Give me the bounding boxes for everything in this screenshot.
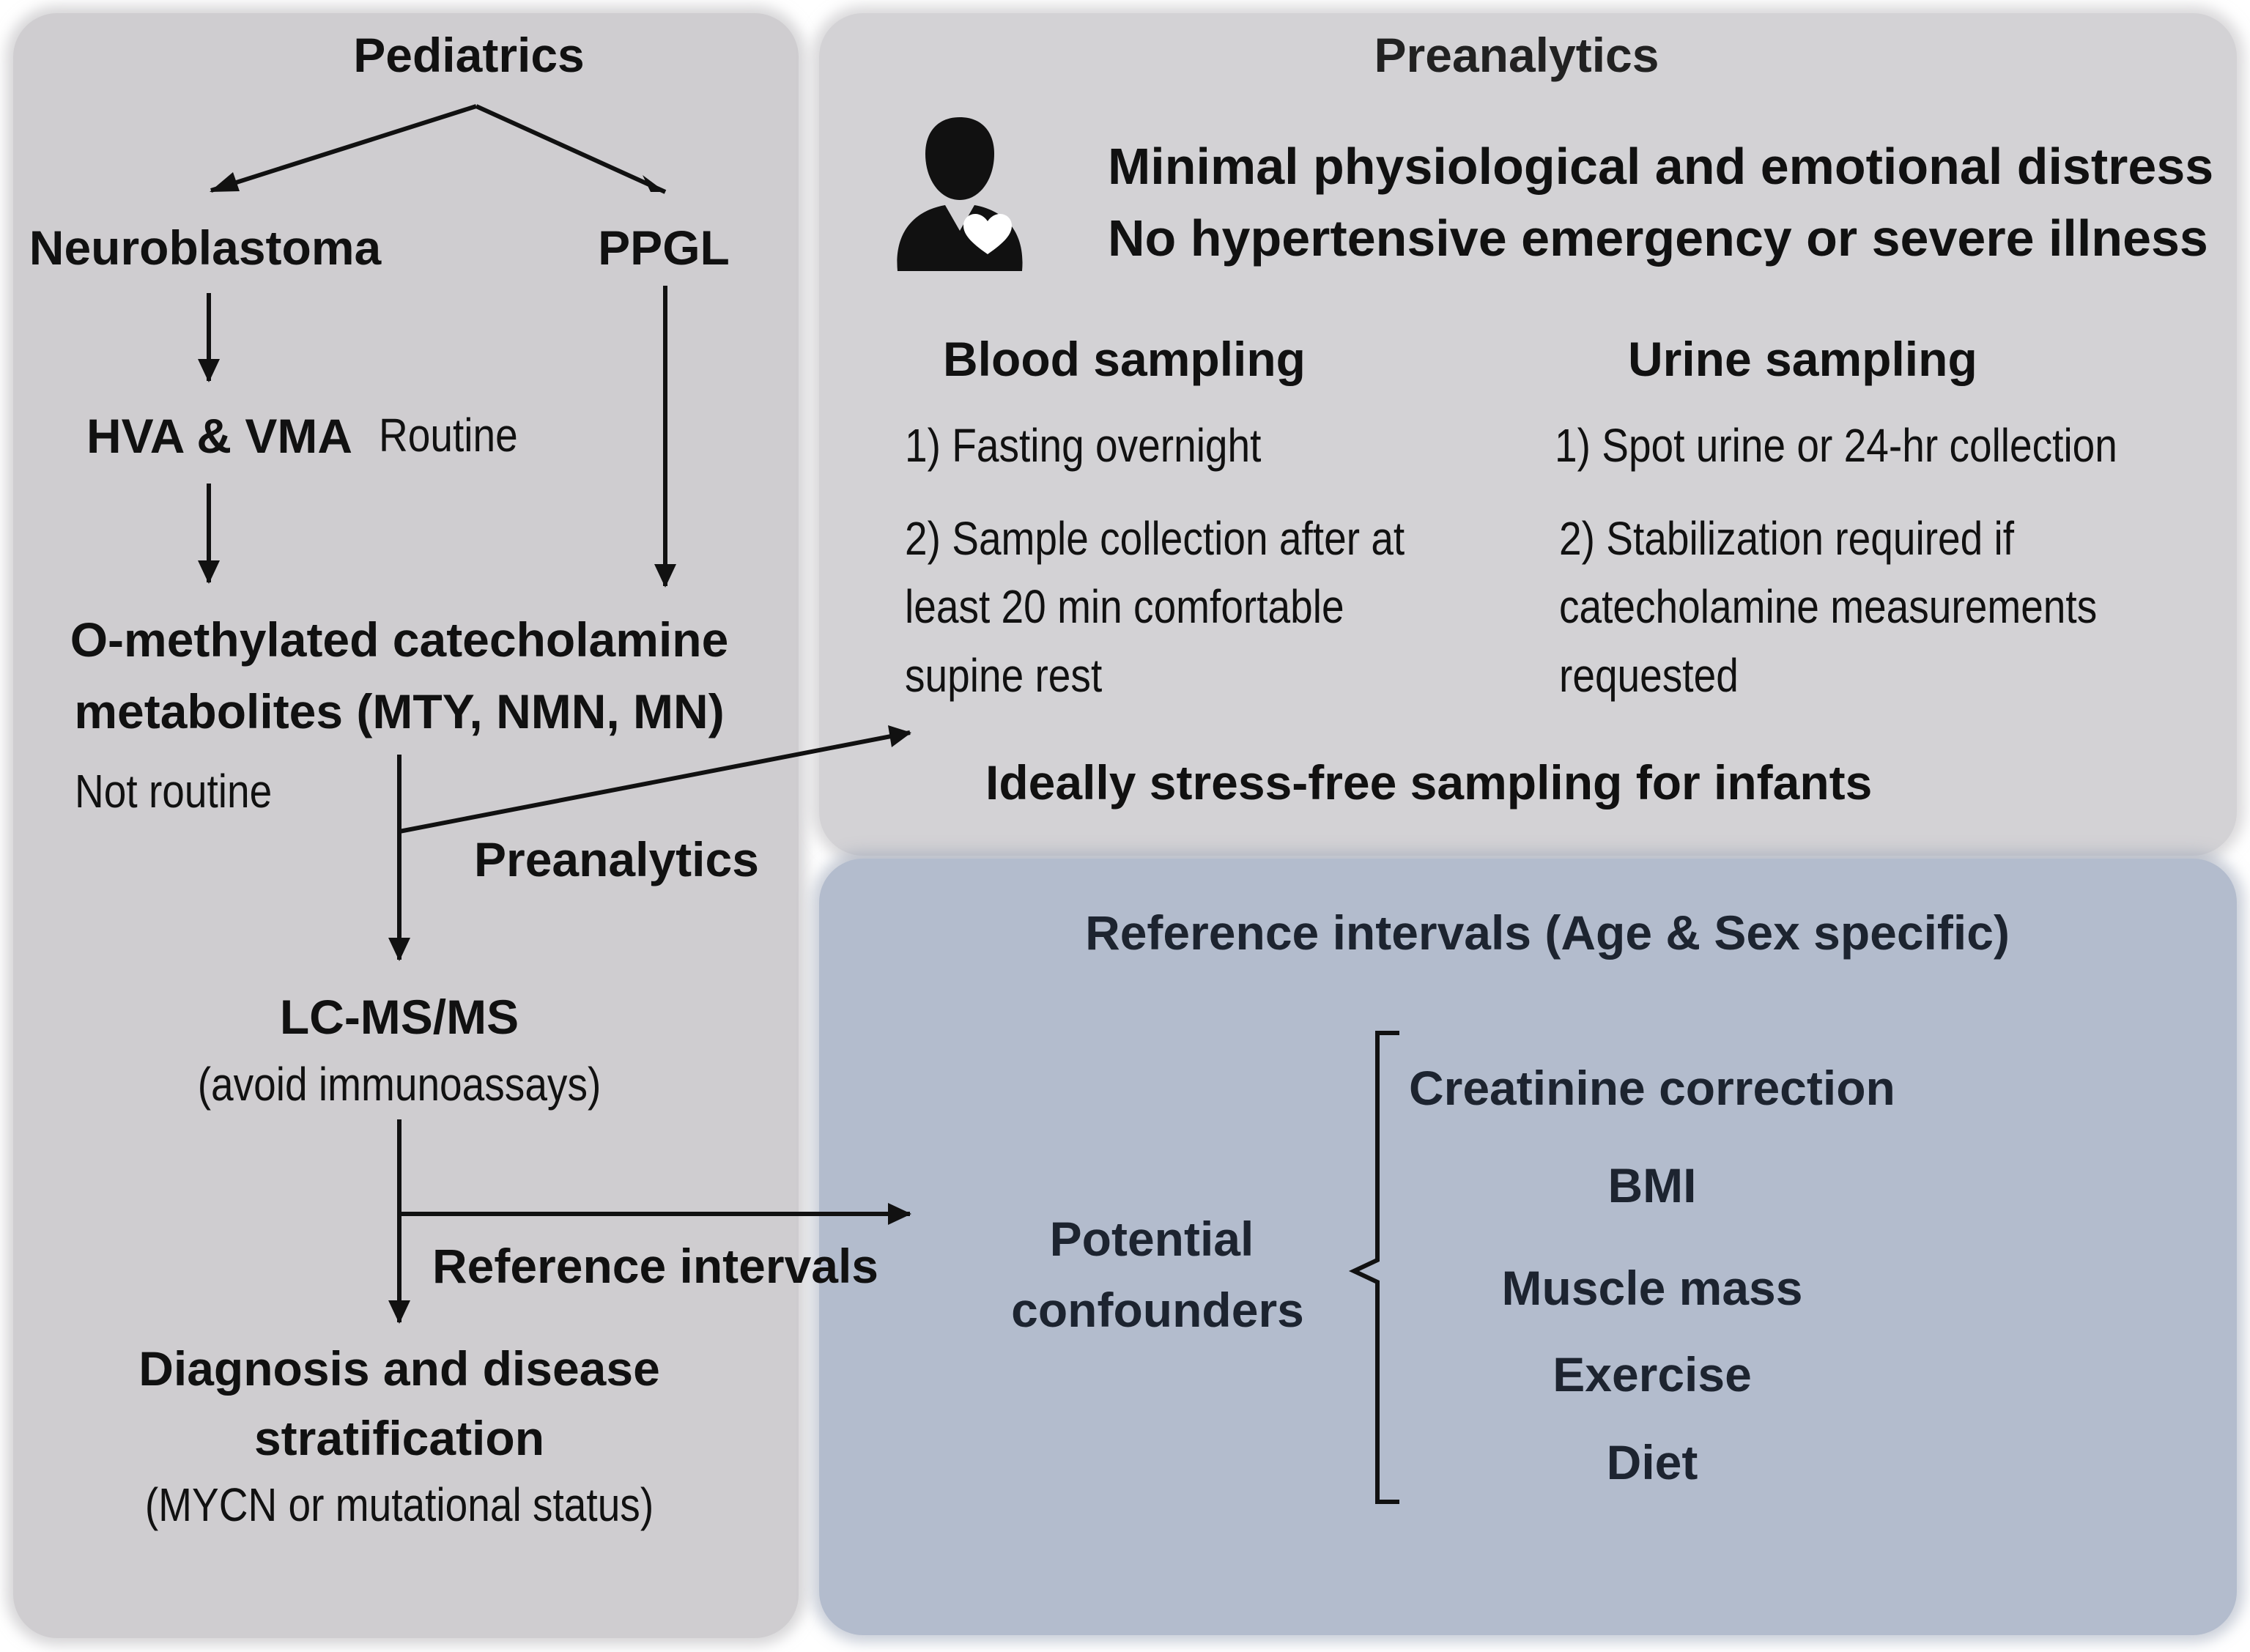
reference-intervals-panel	[819, 859, 2237, 1635]
routine-label: Routine	[379, 409, 518, 462]
blood-sampling-heading: Blood sampling	[943, 332, 1306, 386]
urine-item-1: 1) Spot urine or 24-hr collection	[1555, 419, 2117, 472]
urine-item-2-line2: catecholamine measurements	[1559, 580, 2098, 633]
confounder-item: Creatinine correction	[1409, 1061, 1895, 1115]
blood-item-2-line1: 2) Sample collection after at	[905, 512, 1405, 565]
confounders-brace	[1348, 1031, 1399, 1504]
preanalytics-branch-label: Preanalytics	[474, 832, 759, 886]
omethylated-line1: O-methylated catecholamine	[70, 612, 729, 667]
diagnosis-line2: stratification	[254, 1411, 545, 1465]
reference-intervals-title: Reference intervals (Age & Sex specific)	[1085, 905, 2010, 960]
omethylated-line2: metabolites (MTY, NMN, MN)	[74, 684, 725, 738]
urine-sampling-heading: Urine sampling	[1628, 332, 1977, 386]
urine-item-2-line1: 2) Stabilization required if	[1559, 512, 2015, 565]
diagnosis-line1: Diagnosis and disease	[138, 1341, 660, 1396]
hva-vma-label: HVA & VMA	[86, 409, 352, 463]
urine-item-2-line3: requested	[1559, 649, 1739, 702]
lcmsms-label: LC-MS/MS	[279, 990, 519, 1044]
arrow-to-neuroblastoma	[210, 104, 477, 193]
preanalytics-panel	[819, 13, 2237, 856]
person-with-heart-icon	[897, 117, 1023, 271]
preanalytics-title: Preanalytics	[1374, 28, 1659, 82]
confounders-line2: confounders	[1011, 1283, 1304, 1337]
arrow-preanalytics-branch	[399, 730, 911, 834]
avoid-immunoassays-label: (avoid immunoassays)	[197, 1058, 602, 1111]
requirement-2: No hypertensive emergency or severe illn…	[1108, 210, 2208, 267]
blood-item-2-line3: supine rest	[905, 649, 1103, 702]
mycn-label: (MYCN or mutational status)	[144, 1478, 654, 1531]
requirement-1: Minimal physiological and emotional dist…	[1108, 138, 2214, 195]
confounder-item: BMI	[1607, 1158, 1697, 1212]
pediatrics-panel	[13, 13, 799, 1638]
blood-item-1: 1) Fasting overnight	[905, 419, 1262, 472]
pediatrics-title: Pediatrics	[353, 28, 585, 82]
confounders-line1: Potential	[1049, 1212, 1254, 1266]
infants-note: Ideally stress-free sampling for infants	[985, 755, 1873, 810]
blood-item-2-line2: least 20 min comfortable	[905, 580, 1344, 633]
confounder-item: Muscle mass	[1501, 1261, 1803, 1315]
confounder-item: Exercise	[1553, 1347, 1752, 1401]
arrow-to-ppgl	[475, 104, 667, 194]
reference-intervals-branch-label: Reference intervals	[432, 1239, 878, 1293]
neuroblastoma-label: Neuroblastoma	[29, 221, 382, 275]
ppgl-label: PPGL	[598, 221, 730, 275]
confounder-item: Diet	[1606, 1435, 1698, 1489]
not-routine-label: Not routine	[75, 765, 273, 818]
